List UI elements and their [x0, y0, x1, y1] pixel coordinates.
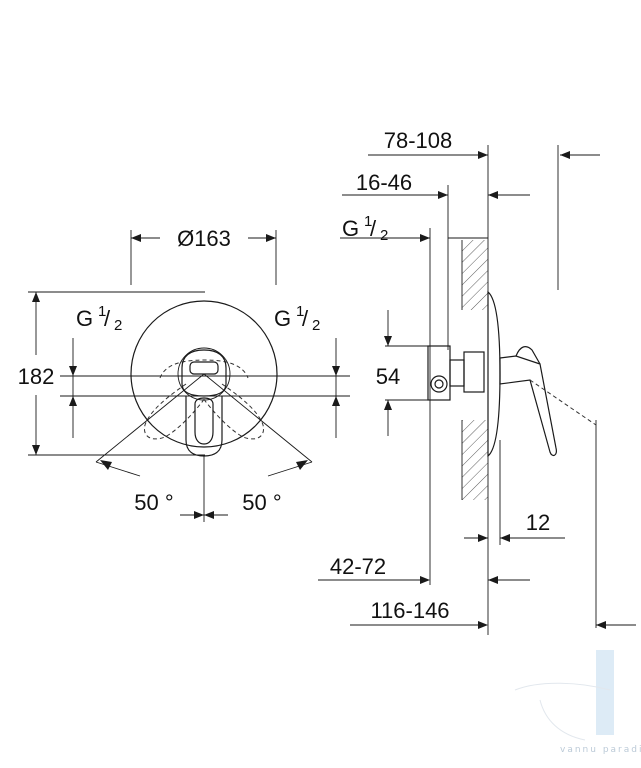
- valve-port-inner: [434, 379, 444, 389]
- thread-right-label: G 1 / 2: [274, 303, 320, 334]
- angle-right-label: 50 °: [242, 490, 281, 515]
- dim-12-arrow-right: [500, 534, 510, 542]
- watermark: vannu paradise: [514, 650, 641, 755]
- dim-42-72-arrow-left: [420, 576, 430, 584]
- dim-54-arrow-bottom: [384, 400, 392, 410]
- angle-arrow-centre-right: [204, 511, 214, 519]
- angle-arrow-left: [100, 460, 112, 470]
- front-view: Ø163 182 G 1 / 2 G 1 / 2: [18, 226, 350, 522]
- diameter-arrow-right: [266, 234, 276, 242]
- angle-arc-right: [267, 461, 313, 477]
- lever-top-dashed: [159, 359, 249, 379]
- svg-text:2: 2: [380, 227, 388, 244]
- svg-text:1: 1: [364, 213, 372, 230]
- valve-port: [430, 375, 448, 393]
- watermark-curve: [514, 682, 611, 691]
- lever-rotated-left: [143, 383, 206, 440]
- thread-right-arrow-top: [332, 366, 340, 376]
- cover-plate: [130, 300, 278, 448]
- lever-handle: [181, 349, 227, 457]
- dim-16-46-arrow-left: [438, 191, 448, 199]
- svg-text:/: /: [370, 216, 377, 241]
- watermark-curve-2: [539, 699, 586, 741]
- thread-left-arrow-bottom: [69, 396, 77, 406]
- dim-54-arrow-top: [384, 336, 392, 346]
- svg-text:2: 2: [312, 317, 320, 334]
- side-view: 78-108 16-46 G 1 / 2: [318, 128, 636, 635]
- cover-plate-side: [487, 290, 501, 458]
- dim-116-146-label: 116-146: [370, 598, 449, 623]
- svg-text:G: G: [274, 306, 291, 331]
- lever-top-detail: [189, 361, 219, 375]
- dim-116-146-arrow-right: [596, 621, 606, 629]
- svg-text:/: /: [104, 306, 111, 331]
- watermark-text: vannu paradise: [560, 745, 641, 755]
- angle-arrow-right: [296, 460, 308, 470]
- angle-arc-left: [95, 461, 141, 477]
- angle-left-label: 50 °: [134, 490, 173, 515]
- lever-opening: [194, 397, 214, 445]
- dim-78-108-arrow-right: [560, 151, 570, 159]
- dim-12-label: 12: [526, 510, 550, 535]
- lever-rotated-right: [202, 383, 265, 440]
- wall-hatch-bottom: [462, 420, 488, 500]
- svg-text:2: 2: [114, 317, 122, 334]
- wall-hatch-top: [462, 240, 488, 310]
- dim-12-arrow-left: [478, 534, 488, 542]
- dim-116-146-arrow-left: [478, 621, 488, 629]
- svg-text:G: G: [76, 306, 93, 331]
- angle-line-right: [203, 373, 313, 463]
- dim-54-label: 54: [376, 364, 400, 389]
- angle-arrow-centre-left: [194, 511, 204, 519]
- dim-42-72-label: 42-72: [330, 554, 386, 579]
- thread-side-arrow: [420, 234, 430, 242]
- valve-neck: [449, 359, 465, 387]
- dim-16-46-label: 16-46: [356, 170, 412, 195]
- svg-text:/: /: [302, 306, 309, 331]
- diameter-label: Ø163: [177, 226, 231, 251]
- svg-text:G: G: [342, 216, 359, 241]
- lever-side: [499, 346, 597, 457]
- dim-42-72-arrow-right: [488, 576, 498, 584]
- thread-left-arrow-top: [69, 366, 77, 376]
- thread-side-label: G 1 / 2: [342, 213, 388, 244]
- thread-right-arrow-bottom: [332, 396, 340, 406]
- height-label: 182: [18, 364, 55, 389]
- thread-left-label: G 1 / 2: [76, 303, 122, 334]
- svg-text:1: 1: [98, 303, 106, 320]
- valve-sleeve: [463, 351, 485, 393]
- height-arrow-bottom: [32, 445, 40, 455]
- valve-body: [427, 345, 485, 401]
- dim-16-46-arrow-right: [488, 191, 498, 199]
- svg-text:1: 1: [296, 303, 304, 320]
- height-arrow-top: [32, 292, 40, 302]
- watermark-bar: [596, 650, 614, 735]
- angle-line-left: [95, 373, 205, 463]
- dim-78-108-label: 78-108: [384, 128, 453, 153]
- diameter-arrow-left: [131, 234, 141, 242]
